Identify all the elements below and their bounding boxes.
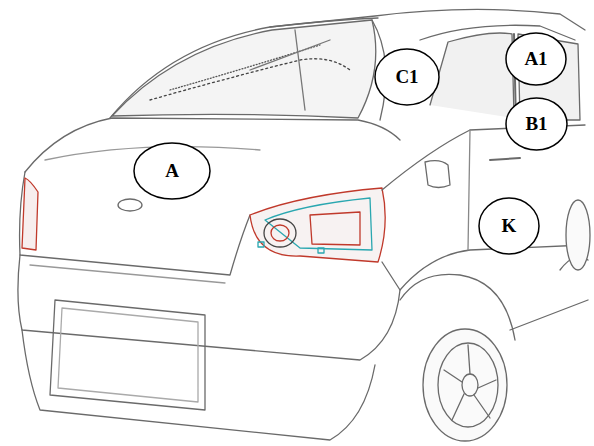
callout-letter: B1 (525, 113, 547, 135)
callout-letter: A1 (524, 48, 547, 70)
callout-letter: A (165, 160, 179, 182)
callout-letter: K (502, 215, 517, 237)
callout-circle: B1 (505, 97, 568, 151)
callout-circle: K (478, 197, 540, 255)
callout-circle: A (133, 142, 211, 200)
callout-circle: A1 (505, 32, 567, 86)
callout-letter: C1 (395, 66, 418, 88)
callout-circle: C1 (374, 48, 440, 106)
